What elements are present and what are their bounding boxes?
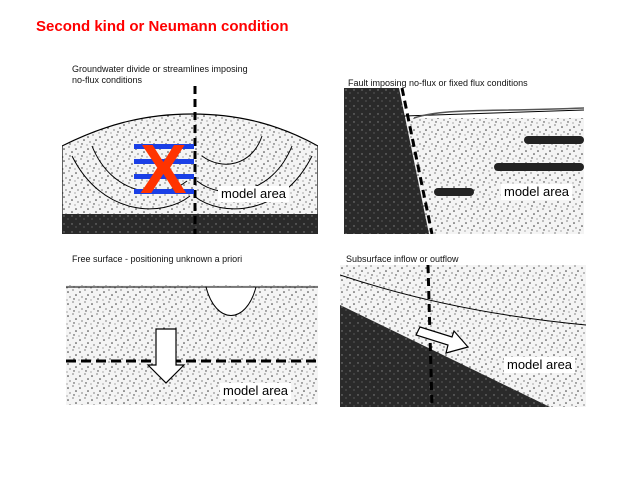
- panel4-model-label: model area: [504, 357, 576, 373]
- panel3-model-label: model area: [220, 383, 292, 399]
- panel2-model-label: model area: [501, 184, 573, 200]
- panel1-caption-line1: Groundwater divide or streamlines imposi…: [72, 64, 248, 74]
- panel3-caption: Free surface - positioning unknown a pri…: [72, 254, 243, 264]
- red-cross-icon: X: [140, 130, 187, 208]
- panel-groundwater-divide: X model area: [62, 86, 318, 234]
- blue-stripes: [134, 144, 194, 214]
- panel2-caption: Fault imposing no-flux or fixed flux con…: [348, 78, 528, 88]
- slide-title: Second kind or Neumann condition: [36, 18, 289, 35]
- panel-fault: model area: [344, 88, 584, 234]
- panel1-model-label: model area: [218, 186, 290, 202]
- panel1-caption-line2: no-flux conditions: [72, 75, 143, 85]
- panel-subsurface-flow: model area: [340, 265, 586, 407]
- panel-free-surface: model area: [66, 265, 318, 405]
- panel4-caption: Subsurface inflow or outflow: [346, 254, 459, 264]
